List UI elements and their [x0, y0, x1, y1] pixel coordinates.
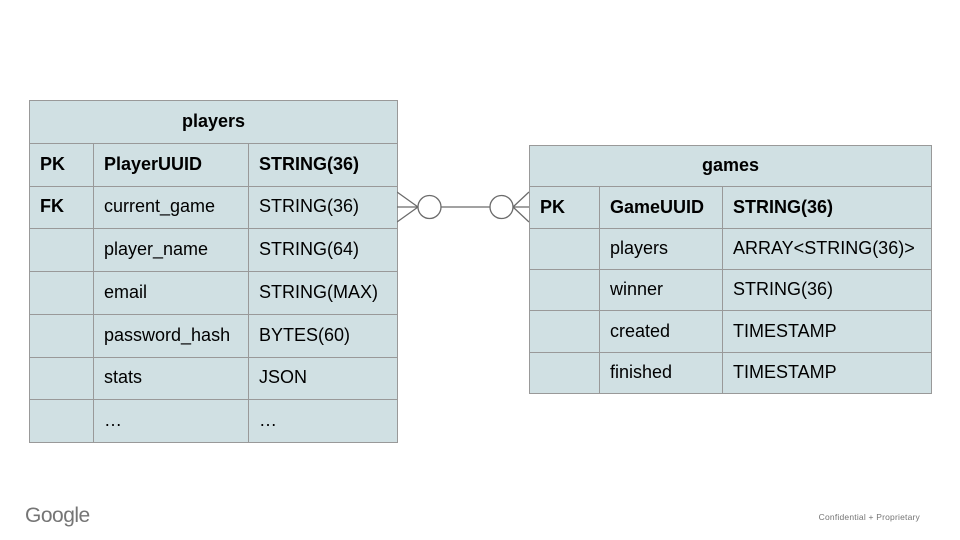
- name-cell: current_game: [93, 185, 249, 230]
- table-title-players: players: [28, 100, 399, 144]
- cardinality-circle-right-icon: [489, 194, 514, 220]
- key-cell: FK: [29, 185, 94, 230]
- table-row: FK current_game STRING(36): [29, 185, 399, 230]
- name-cell: GameUUID: [599, 186, 723, 229]
- table-row: created TIMESTAMP: [529, 310, 933, 353]
- key-cell: [29, 313, 94, 358]
- name-cell: winner: [599, 268, 723, 312]
- key-cell: [29, 228, 94, 272]
- name-cell: …: [93, 399, 249, 443]
- type-cell: TIMESTAMP: [721, 310, 933, 353]
- key-cell: [529, 227, 600, 270]
- name-cell: email: [93, 271, 249, 315]
- key-cell: [529, 351, 600, 394]
- type-cell: STRING(36): [247, 142, 399, 187]
- key-cell: [29, 356, 94, 401]
- relationship-connector: [397, 191, 529, 223]
- key-cell: [29, 399, 94, 443]
- crow-foot-right-icon: [512, 191, 529, 223]
- table-title-row: games: [528, 144, 933, 188]
- table-row: player_name STRING(64): [29, 228, 399, 272]
- google-logo: Google: [25, 504, 90, 527]
- confidential-note: Confidential + Proprietary: [818, 512, 920, 522]
- table-row: finished TIMESTAMP: [529, 351, 933, 394]
- table-row: winner STRING(36): [529, 268, 933, 312]
- name-cell: finished: [599, 351, 723, 394]
- table-row: PK PlayerUUID STRING(36): [29, 142, 399, 187]
- key-cell: [529, 268, 600, 312]
- key-cell: [29, 271, 94, 315]
- key-cell: [529, 310, 600, 353]
- type-cell: STRING(36): [721, 268, 933, 312]
- type-cell: TIMESTAMP: [721, 351, 933, 394]
- cardinality-circle-left-icon: [417, 194, 442, 220]
- name-cell: players: [599, 227, 723, 270]
- type-cell: ARRAY<STRING(36)>: [721, 227, 933, 270]
- type-cell: STRING(64): [247, 228, 399, 272]
- type-cell: STRING(36): [247, 185, 399, 230]
- table-row: PK GameUUID STRING(36): [529, 186, 933, 229]
- table-row: email STRING(MAX): [29, 271, 399, 315]
- table-title-games: games: [528, 144, 933, 188]
- crow-foot-left-icon: [397, 191, 419, 223]
- table-row: password_hash BYTES(60): [29, 313, 399, 358]
- type-cell: …: [247, 399, 399, 443]
- name-cell: PlayerUUID: [93, 142, 249, 187]
- entity-table-games: games PK GameUUID STRING(36) players ARR…: [528, 144, 933, 394]
- type-cell: STRING(36): [721, 186, 933, 229]
- table-row: players ARRAY<STRING(36)>: [529, 227, 933, 270]
- name-cell: created: [599, 310, 723, 353]
- type-cell: STRING(MAX): [247, 271, 399, 315]
- key-cell: PK: [29, 142, 94, 187]
- name-cell: stats: [93, 356, 249, 401]
- type-cell: BYTES(60): [247, 313, 399, 358]
- entity-table-players: players PK PlayerUUID STRING(36) FK curr…: [28, 100, 399, 443]
- table-title-row: players: [28, 100, 399, 144]
- type-cell: JSON: [247, 356, 399, 401]
- table-row: … …: [29, 399, 399, 443]
- name-cell: player_name: [93, 228, 249, 272]
- name-cell: password_hash: [93, 313, 249, 358]
- key-cell: PK: [529, 186, 600, 229]
- table-row: stats JSON: [29, 356, 399, 401]
